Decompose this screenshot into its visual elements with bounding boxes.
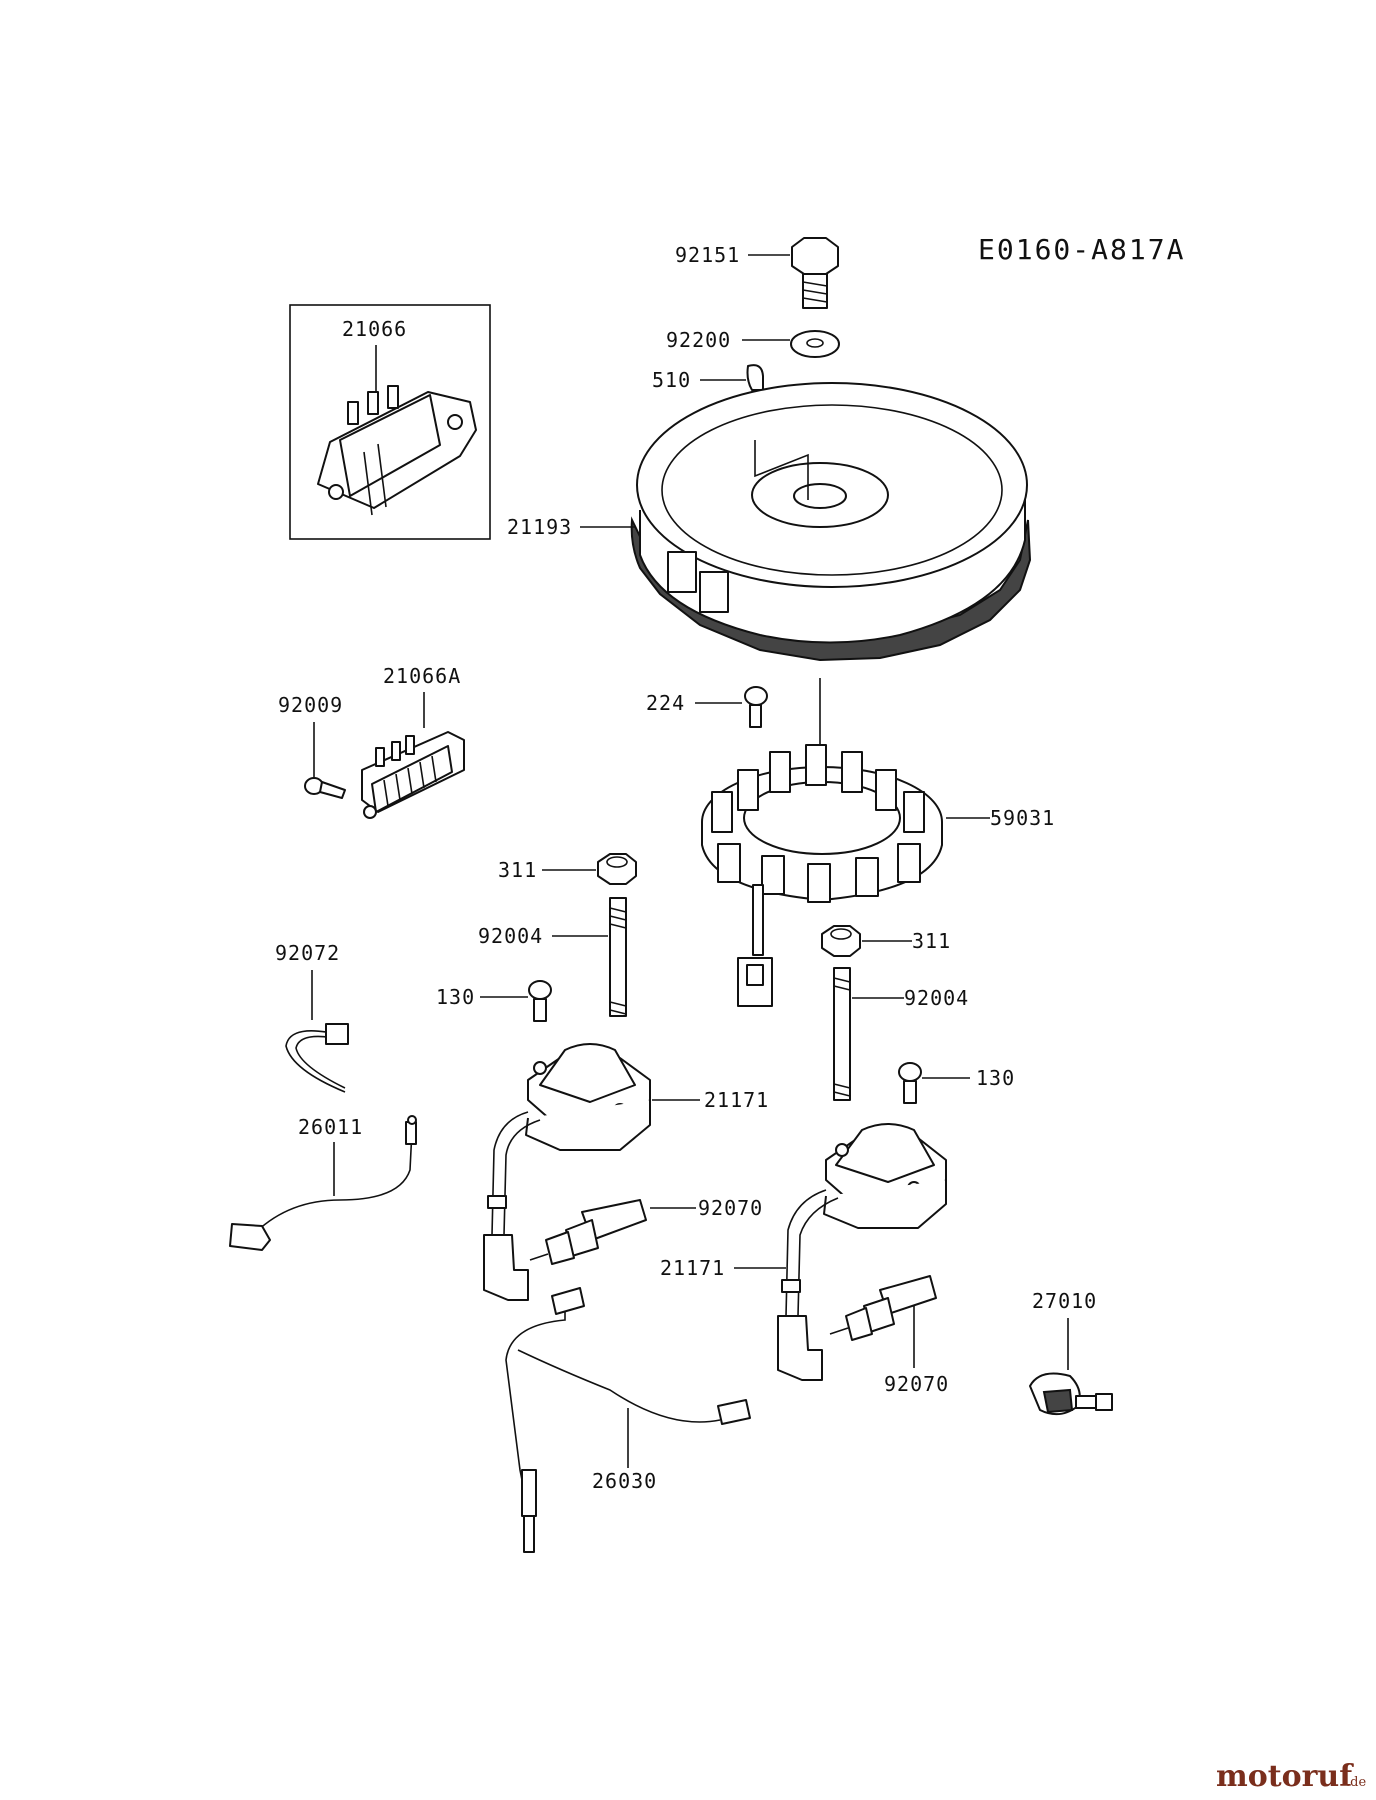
label-21171-right[interactable]: 21171 <box>660 1256 725 1280</box>
label-510[interactable]: 510 <box>652 368 691 392</box>
flywheel-21193[interactable] <box>630 382 1032 662</box>
clamp-92072[interactable] <box>285 1023 349 1093</box>
wire-26011[interactable] <box>229 1115 417 1251</box>
label-130-right[interactable]: 130 <box>976 1066 1015 1090</box>
inset-box-21066 <box>289 304 491 540</box>
label-92072[interactable]: 92072 <box>275 941 340 965</box>
label-27010[interactable]: 27010 <box>1032 1289 1097 1313</box>
label-92200[interactable]: 92200 <box>666 328 731 352</box>
label-21066[interactable]: 21066 <box>342 317 407 341</box>
spark-plug-92070-right[interactable] <box>829 1275 937 1341</box>
stud-92004-right[interactable] <box>833 967 851 1101</box>
watermark-text: motoruf <box>1216 1759 1354 1794</box>
ignition-coil-21171-right[interactable] <box>777 1123 947 1381</box>
washer-92200[interactable] <box>790 330 840 358</box>
label-21193[interactable]: 21193 <box>507 515 572 539</box>
label-224[interactable]: 224 <box>646 691 685 715</box>
label-26011[interactable]: 26011 <box>298 1115 363 1139</box>
label-92004-right[interactable]: 92004 <box>904 986 969 1010</box>
label-92070-left[interactable]: 92070 <box>698 1196 763 1220</box>
bolt-130-right[interactable] <box>898 1062 922 1104</box>
label-21066A[interactable]: 21066A <box>383 664 461 688</box>
screw-224[interactable] <box>744 686 768 728</box>
regulator-21066A[interactable] <box>361 731 465 819</box>
label-130-left[interactable]: 130 <box>436 985 475 1009</box>
bolt-130-left[interactable] <box>528 980 552 1022</box>
oil-pressure-switch-27010[interactable] <box>1029 1372 1113 1416</box>
screw-92009[interactable] <box>304 777 346 799</box>
regulator-21066[interactable] <box>317 385 477 516</box>
label-92151[interactable]: 92151 <box>675 243 740 267</box>
stator-59031[interactable] <box>701 744 943 1007</box>
label-311-left[interactable]: 311 <box>498 858 537 882</box>
nut-311-left[interactable] <box>597 853 637 885</box>
label-92070-right[interactable]: 92070 <box>884 1372 949 1396</box>
key-510[interactable] <box>746 364 764 391</box>
nut-311-right[interactable] <box>821 925 861 957</box>
ignition-coil-21171-left[interactable] <box>483 1043 651 1301</box>
spark-plug-92070-left[interactable] <box>529 1199 647 1265</box>
label-311-right[interactable]: 311 <box>912 929 951 953</box>
watermark-suffix: .de <box>1346 1775 1366 1790</box>
label-92009[interactable]: 92009 <box>278 693 343 717</box>
bolt-92151[interactable] <box>791 237 839 309</box>
diagram-code: E0160-A817A <box>978 233 1185 266</box>
label-26030[interactable]: 26030 <box>592 1469 657 1493</box>
watermark-logo: motoruf .de <box>1216 1759 1366 1794</box>
wire-26030[interactable] <box>505 1287 751 1553</box>
label-92004-left[interactable]: 92004 <box>478 924 543 948</box>
label-21171-left[interactable]: 21171 <box>704 1088 769 1112</box>
label-59031[interactable]: 59031 <box>990 806 1055 830</box>
stud-92004-left[interactable] <box>609 897 627 1017</box>
